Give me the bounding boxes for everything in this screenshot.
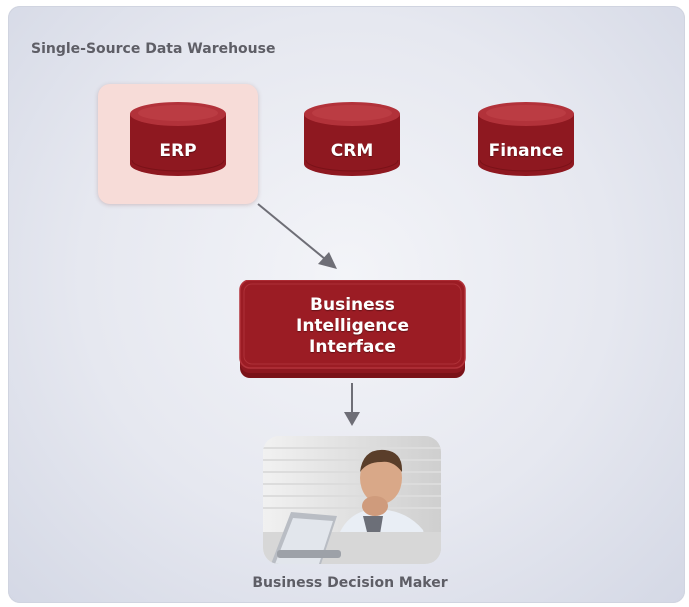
- erp-to-bi-arrow-line: [257, 203, 326, 260]
- bi-label-line: Interface: [309, 337, 396, 357]
- database-finance: Finance: [476, 100, 576, 178]
- database-cylinder-icon: [478, 102, 574, 176]
- bi-label-line: Business: [310, 295, 395, 315]
- arrowhead-icon: [318, 252, 337, 269]
- bi-interface-box: Business Intelligence Interface: [238, 280, 467, 380]
- decision-maker-caption: Business Decision Maker: [252, 575, 448, 591]
- database-label: ERP: [159, 141, 197, 161]
- database-cylinder-icon: [304, 102, 400, 176]
- database-cylinder-icon: [130, 102, 226, 176]
- diagram-title: Single-Source Data Warehouse: [31, 41, 276, 57]
- decision-maker-photo: [263, 436, 441, 564]
- database-crm: CRM: [302, 100, 402, 178]
- stacked-box-icon: [239, 280, 466, 378]
- database-label: CRM: [330, 141, 374, 161]
- person-photo-icon: [263, 436, 441, 564]
- bi-interface-label: Business Intelligence Interface: [238, 295, 467, 358]
- database-label: Finance: [488, 141, 564, 161]
- bi-label-line: Intelligence: [296, 316, 409, 336]
- arrowhead-icon: [344, 412, 360, 426]
- database-erp: ERP: [128, 100, 228, 178]
